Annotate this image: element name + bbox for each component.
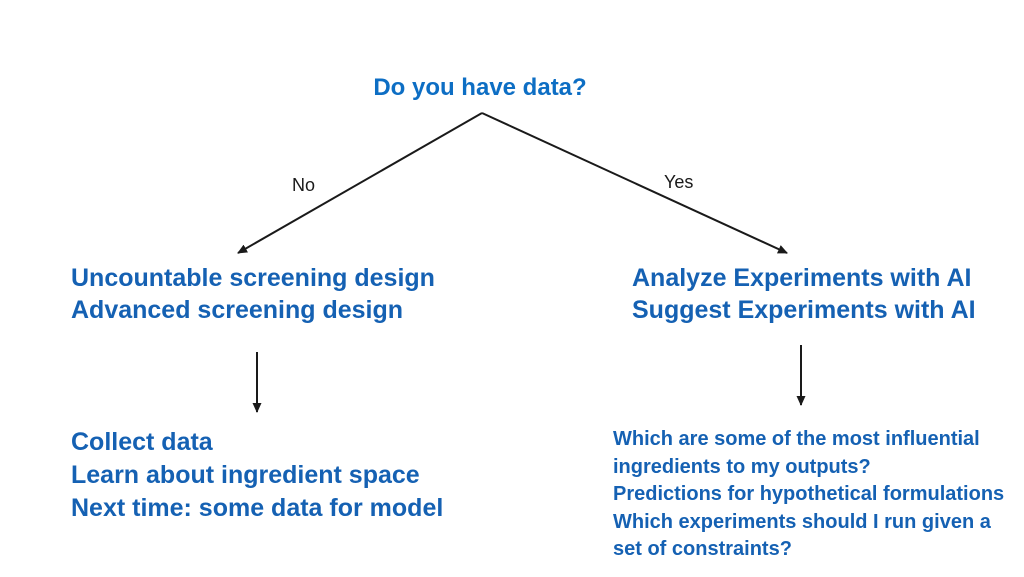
branch-label-yes: Yes bbox=[664, 172, 694, 192]
node-no-designs: Uncountable screening design Advanced sc… bbox=[71, 262, 435, 326]
outcome-item: Predictions for hypothetical formulation… bbox=[613, 483, 1005, 505]
outcome-item: Which are some of the most influential i… bbox=[613, 428, 980, 478]
outcome-line: Next time: some data for model bbox=[71, 494, 444, 522]
outcome-line: Collect data bbox=[71, 428, 213, 456]
node-line: Advanced screening design bbox=[71, 296, 404, 324]
node-yes-ai: Analyze Experiments with AI Suggest Expe… bbox=[632, 262, 976, 326]
outcome-no: Collect data Learn about ingredient spac… bbox=[71, 426, 443, 525]
root-question: Do you have data? bbox=[373, 74, 587, 101]
branch-arrow-no bbox=[237, 112, 483, 254]
node-line: Uncountable screening design bbox=[71, 264, 435, 292]
branch-label-no: No bbox=[292, 175, 316, 195]
node-line: Analyze Experiments with AI bbox=[632, 264, 972, 292]
outcome-item: Which experiments should I run given a s… bbox=[613, 510, 991, 561]
outcome-line: Learn about ingredient space bbox=[71, 461, 420, 489]
node-line: Suggest Experiments with AI bbox=[632, 296, 976, 324]
branch-arrow-yes bbox=[481, 112, 788, 254]
outcome-yes: Which are some of the most influential i… bbox=[613, 426, 1013, 564]
